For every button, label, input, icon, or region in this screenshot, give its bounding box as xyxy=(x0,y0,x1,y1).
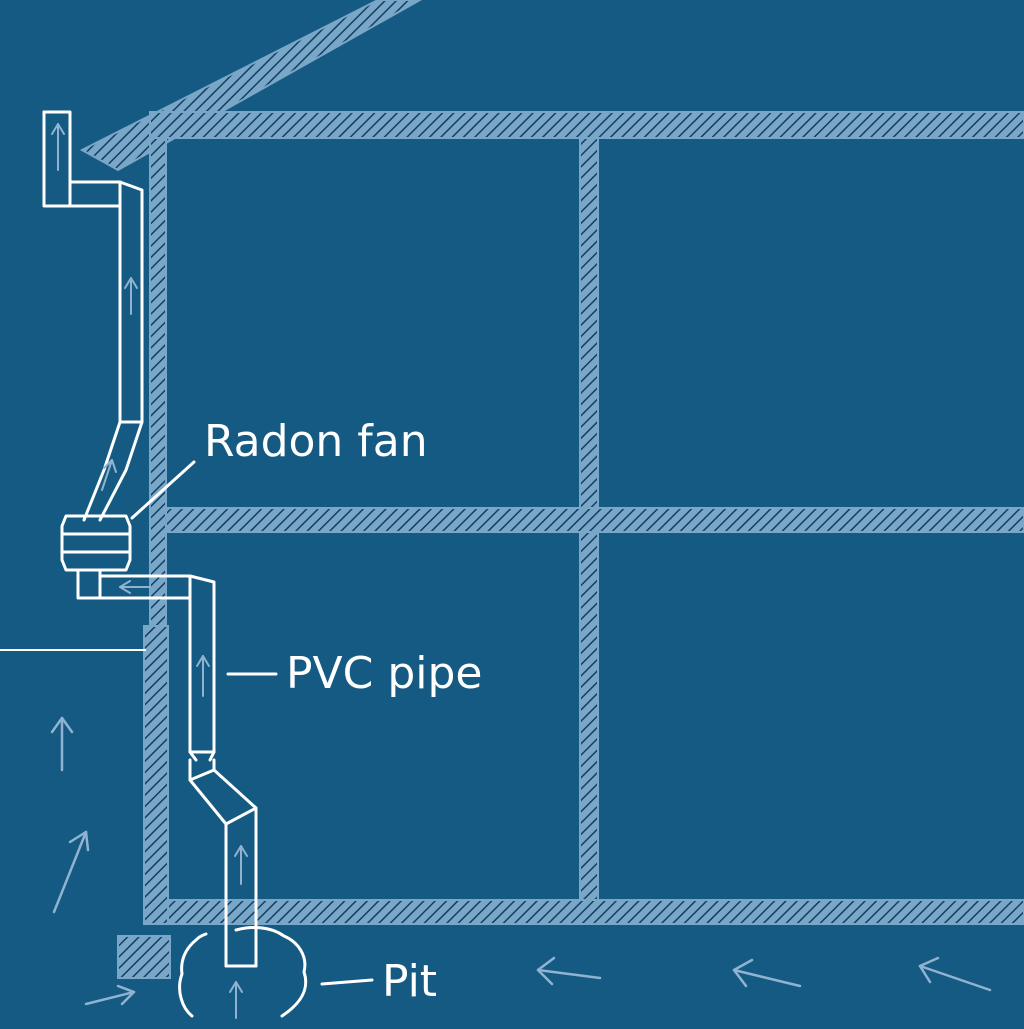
foundation-wall xyxy=(143,625,169,925)
pvc-pipe-label: PVC pipe xyxy=(286,648,483,699)
arrow-up-icon xyxy=(50,716,74,772)
callout-lines xyxy=(130,460,374,986)
top-floor-ceiling xyxy=(149,111,1024,139)
basement-floor-slab xyxy=(149,899,1024,925)
pit-outline xyxy=(178,926,308,1018)
arrow-left-icon xyxy=(536,956,602,986)
house-frame xyxy=(117,111,1024,979)
interior-wall-upper xyxy=(579,137,599,509)
exterior-wall-upper xyxy=(149,137,167,631)
pvc-pipe xyxy=(42,110,258,1019)
interior-wall-lower xyxy=(579,531,599,901)
soil-gas-arrows xyxy=(50,716,992,1006)
arrow-right-icon xyxy=(84,984,136,1006)
arrow-up-icon xyxy=(52,830,90,914)
radon-fan-label: Radon fan xyxy=(204,416,428,467)
arrow-left-icon xyxy=(918,956,992,992)
middle-floor xyxy=(149,507,1024,533)
radon-fan-leader xyxy=(130,460,196,520)
foundation-footing xyxy=(117,935,171,979)
pit-label: Pit xyxy=(382,956,438,1007)
arrow-left-icon xyxy=(732,958,802,988)
roof xyxy=(79,0,423,172)
pit-leader xyxy=(320,978,374,986)
